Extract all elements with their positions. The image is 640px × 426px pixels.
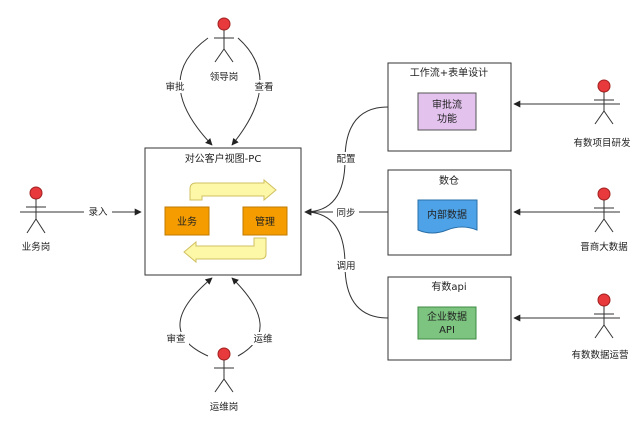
workflow-box-line1: 审批流 — [432, 98, 462, 111]
actor-head — [597, 79, 611, 93]
actor-business[interactable] — [26, 186, 46, 234]
edge-label-invoke: 调用 — [336, 261, 355, 272]
business-box-label: 业务 — [177, 215, 197, 228]
actor-shangyi-data-label: 晋商大数据 — [580, 241, 628, 253]
edge-label-approve: 审批 — [165, 81, 185, 93]
actor-head — [29, 186, 43, 200]
actor-head — [217, 347, 231, 361]
manage-box[interactable] — [242, 206, 288, 236]
edge-review — [179, 277, 213, 357]
actor-head — [217, 17, 231, 31]
edge-operate — [231, 277, 261, 357]
edge-label-input: 录入 — [88, 207, 108, 218]
connectors — [20, 37, 620, 357]
business-box[interactable] — [164, 206, 210, 236]
edge-labels: 审批 查看 审查 运维 录入 配置 同步 调用 — [84, 80, 359, 345]
actor-ops-label: 运维岗 — [210, 401, 239, 413]
workflow-title: 工作流+表单设计 — [410, 66, 488, 79]
manage-box-label: 管理 — [255, 215, 275, 228]
actor-head — [597, 187, 611, 201]
cycle-arrow-bottom — [183, 237, 267, 264]
actor-leader[interactable] — [214, 17, 234, 63]
actor-head — [597, 293, 611, 307]
edge-label-sync: 同步 — [336, 208, 355, 219]
actor-project-dev[interactable] — [594, 79, 614, 125]
center-title: 对公客户视图-PC — [185, 152, 262, 165]
warehouse-container: 数仓 内部数据 — [387, 169, 512, 256]
actor-ops[interactable] — [214, 347, 234, 393]
actor-project-dev-label: 有数项目研发 — [573, 137, 631, 149]
workflow-box-line2: 功能 — [437, 112, 457, 125]
edge-label-operate: 运维 — [253, 333, 273, 345]
api-box-line2: API — [439, 325, 455, 336]
actor-data-ops[interactable] — [594, 293, 614, 339]
api-container: 有数api 企业数据 API — [387, 276, 512, 361]
actor-data-ops-label: 有数数据运营 — [571, 349, 628, 361]
actor-shangyi-data[interactable] — [594, 187, 614, 233]
cycle-arrow-top — [189, 178, 277, 202]
actor-business-label: 业务岗 — [22, 241, 51, 253]
workflow-container: 工作流+表单设计 审批流 功能 — [387, 62, 512, 152]
internal-data-label: 内部数据 — [427, 208, 467, 221]
api-title: 有数api — [431, 280, 466, 293]
edge-label-review: 审查 — [166, 333, 186, 345]
warehouse-title: 数仓 — [439, 174, 459, 187]
center-container: 对公客户视图-PC 业务 管理 — [144, 147, 302, 276]
workflow-box[interactable] — [417, 92, 477, 131]
actor-leader-label: 领导岗 — [210, 71, 239, 83]
edge-label-configure: 配置 — [336, 154, 355, 165]
api-box-line1: 企业数据 — [427, 310, 467, 323]
api-box[interactable] — [417, 306, 477, 340]
internal-data-shape[interactable] — [417, 199, 478, 234]
edge-label-view: 查看 — [254, 81, 273, 93]
